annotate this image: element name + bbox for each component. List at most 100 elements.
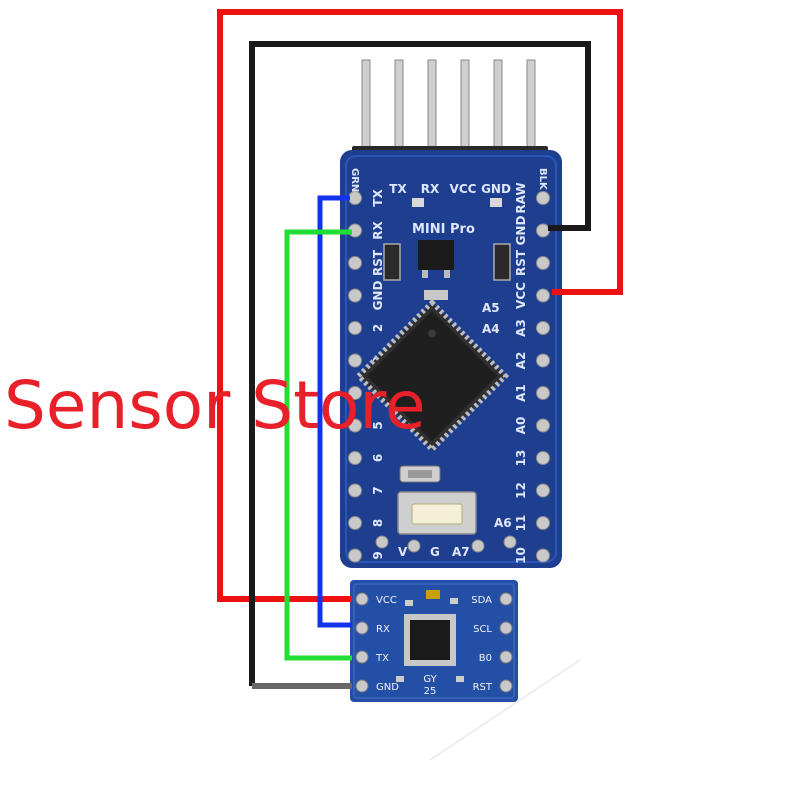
- sensor-left-label: RX: [376, 624, 390, 635]
- right-pin-pad: [536, 451, 550, 465]
- bottom-label-g: G: [430, 545, 440, 559]
- right-pin-label: RST: [514, 249, 528, 276]
- left-pin-label: 5: [371, 421, 385, 429]
- sensor-left-labels: VCC RX TX GND: [375, 595, 399, 693]
- rx-wire: [317, 195, 352, 628]
- right-pin-label: A0: [514, 417, 528, 435]
- smd-resistor-right: [493, 243, 511, 281]
- gnd-wire-top: [249, 41, 591, 686]
- voltage-regulator: [418, 240, 454, 270]
- sensor-left-label: TX: [375, 653, 389, 664]
- board-name: MINI Pro: [412, 222, 475, 237]
- left-pin-label: RST: [371, 249, 385, 276]
- sensor-chip-label-1: GY: [423, 674, 437, 685]
- bottom-label-v: V: [398, 545, 408, 559]
- header-smd-1: [412, 198, 424, 207]
- header-end-right: BLK: [537, 168, 548, 191]
- smd-led: [424, 290, 448, 300]
- sensor-left-pad: [355, 679, 369, 693]
- sensor-left-pad: [355, 592, 369, 606]
- sensor-chip-label-2: 25: [424, 686, 437, 697]
- left-pin-pad: [348, 483, 362, 498]
- left-pin-pad: [348, 288, 362, 303]
- right-pin-label: A1: [514, 384, 528, 402]
- arduino-pro-mini-board: TXRXRSTGND23456789 RAWGNDRSTVCCA3A2A1A01…: [340, 59, 562, 568]
- sensor-left-pad: [355, 650, 369, 664]
- left-pin-label: RX: [371, 221, 385, 240]
- header-label-rx: RX: [421, 182, 440, 196]
- sensor-left-pad: [355, 621, 369, 635]
- right-pin-label: RAW: [514, 182, 528, 213]
- right-pin-label: VCC: [514, 282, 528, 309]
- right-pin-pad: [536, 223, 550, 238]
- left-pin-label: 7: [371, 486, 385, 494]
- sensor-right-pad: [499, 650, 513, 664]
- sensor-chip: [410, 620, 450, 660]
- right-pin-pad: [536, 191, 550, 205]
- left-pin-pad: [348, 386, 362, 400]
- background-line: [429, 659, 581, 761]
- right-pin-pads: [536, 191, 550, 563]
- tx-wire: [284, 229, 352, 661]
- right-pin-pad: [536, 516, 550, 530]
- right-pin-label: 11: [514, 515, 528, 532]
- bottom-pin-pads: [375, 535, 517, 553]
- left-pin-pad: [348, 256, 362, 270]
- sensor-right-label: SDA: [471, 595, 492, 606]
- left-pin-label: GND: [371, 281, 385, 311]
- smd-resistor-left: [383, 243, 401, 281]
- sensor-right-label: SCL: [473, 624, 492, 635]
- right-pin-pad: [536, 548, 550, 563]
- right-pin-pad: [536, 386, 550, 400]
- sensor-smd-top: [426, 590, 440, 599]
- left-pin-label: 6: [371, 454, 385, 462]
- watermark-text: Sensor Store: [4, 367, 426, 444]
- label-a6: A6: [494, 516, 512, 530]
- left-pin-label: TX: [371, 189, 385, 207]
- label-a5: A5: [482, 301, 500, 315]
- sensor-left-label: GND: [376, 682, 399, 693]
- header-end-left: GRN: [349, 168, 360, 192]
- left-pin-pad: [348, 321, 362, 335]
- sensor-right-label: RST: [473, 682, 493, 693]
- header-label-gnd: GND: [481, 182, 511, 196]
- right-pin-label: 10: [514, 547, 528, 564]
- right-pin-label: A2: [514, 352, 528, 370]
- header-label-vcc: VCC: [450, 182, 477, 196]
- label-a4: A4: [482, 322, 500, 336]
- left-pin-pad: [348, 418, 362, 433]
- right-pin-label: 12: [514, 482, 528, 499]
- right-pin-label: GND: [514, 216, 528, 246]
- right-pin-pad: [536, 483, 550, 498]
- wires: [217, 9, 623, 689]
- right-pin-pad: [536, 288, 550, 303]
- sensor-left-pads: [355, 592, 369, 693]
- sensor-right-pad: [499, 592, 513, 606]
- left-pin-label: 8: [371, 519, 385, 527]
- right-pin-pad: [536, 418, 550, 433]
- sensor-right-pad: [499, 679, 513, 693]
- header-label-tx: TX: [389, 182, 407, 196]
- left-pin-pad: [348, 451, 362, 465]
- left-pin-pads: [348, 191, 362, 563]
- sensor-right-pads: [499, 592, 513, 693]
- right-pin-pad: [536, 256, 550, 270]
- left-pin-pad: [348, 548, 362, 563]
- left-pin-label: 9: [371, 551, 385, 559]
- bottom-label-a7: A7: [452, 545, 470, 559]
- right-pin-pad: [536, 353, 550, 368]
- left-pin-pad: [348, 191, 362, 205]
- header-smd-2: [490, 198, 502, 207]
- sensor-left-label: VCC: [376, 595, 397, 606]
- right-pin-label: A3: [514, 319, 528, 337]
- left-pin-pad: [348, 516, 362, 530]
- sensor-right-pad: [499, 621, 513, 635]
- sensor-right-label: B0: [479, 653, 492, 664]
- right-pin-pad: [536, 321, 550, 335]
- right-pin-label: 13: [514, 450, 528, 467]
- vcc-wire: [217, 9, 623, 602]
